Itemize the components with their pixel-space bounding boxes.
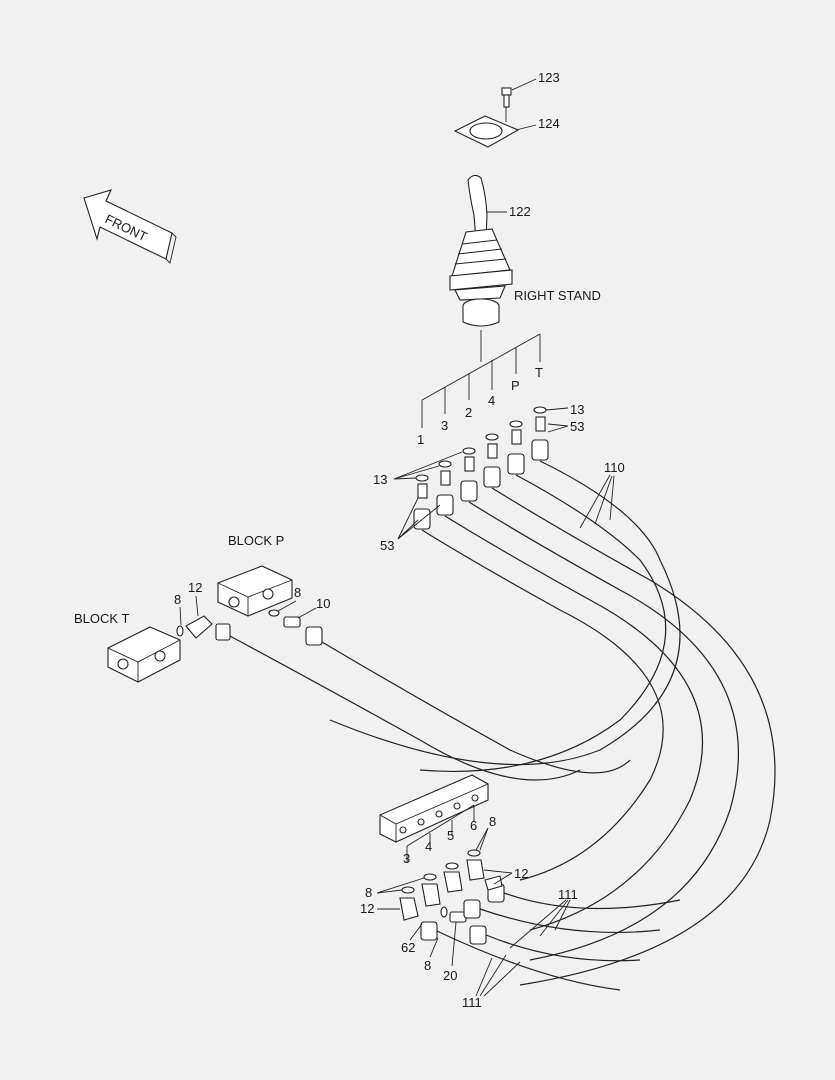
bottom-callouts: 8 12 8 12 62 8 20 [360, 814, 528, 983]
port-label-4: 4 [488, 393, 495, 408]
callout-12-bottom-right: 12 [514, 866, 528, 881]
port-label-3: 3 [441, 418, 448, 433]
callout-13-left: 13 [373, 472, 387, 487]
callout-8-block: 8 [174, 592, 181, 607]
callout-111-upper: 111 [558, 887, 578, 902]
callout-122: 122 [509, 204, 531, 219]
callout-124: 124 [538, 116, 560, 131]
port-branch-lines: 1 3 2 4 P T [417, 330, 543, 447]
port-label-t: T [535, 365, 543, 380]
port-label-bottom-3: 3 [403, 851, 410, 866]
port-label-bottom-6: 6 [470, 818, 477, 833]
block-t-label: BLOCK T [74, 611, 129, 626]
callout-8-bottom-left: 8 [365, 885, 372, 900]
bottom-fittings [399, 849, 505, 945]
callout-123: 123 [538, 70, 560, 85]
callout-12-block: 12 [188, 580, 202, 595]
callout-110: 110 [604, 460, 625, 475]
block-p-label: BLOCK P [228, 533, 284, 548]
port-label-2: 2 [465, 405, 472, 420]
front-direction-arrow: FRONT [83, 189, 177, 264]
block-p: BLOCK P [217, 533, 293, 617]
callout-53-top: 53 [570, 419, 584, 434]
plate-part-124: 124 [453, 107, 560, 148]
callout-111-lower: 111 [462, 995, 482, 1010]
callout-20: 20 [443, 968, 457, 983]
right-stand-label: RIGHT STAND [514, 288, 601, 303]
bolt-part-123: 123 [501, 70, 560, 108]
port-label-bottom-5: 5 [447, 828, 454, 843]
bottom-manifold: 3 4 5 6 [379, 774, 489, 866]
callout-8-block-p: 8 [294, 585, 301, 600]
callout-8-bottom-right: 8 [489, 814, 496, 829]
callout-62: 62 [401, 940, 415, 955]
callout-10: 10 [316, 596, 330, 611]
callout-8-bottom: 8 [424, 958, 431, 973]
callout-13-top: 13 [570, 402, 584, 417]
port-label-bottom-4: 4 [425, 839, 432, 854]
callouts-13-53: 13 53 13 53 [373, 402, 584, 553]
hoses-110: 110 [329, 460, 776, 986]
block-t: BLOCK T [74, 611, 181, 683]
port-label-p: P [511, 378, 520, 393]
block-fittings: 12 8 8 10 [174, 580, 631, 781]
callout-53-left: 53 [380, 538, 394, 553]
port-label-1: 1 [417, 432, 424, 447]
callout-12-bottom-left: 12 [360, 901, 374, 916]
top-fittings [413, 406, 549, 530]
hoses-111: 111 111 [436, 887, 681, 1010]
joystick-part-122: 122 RIGHT STAND [449, 174, 601, 327]
